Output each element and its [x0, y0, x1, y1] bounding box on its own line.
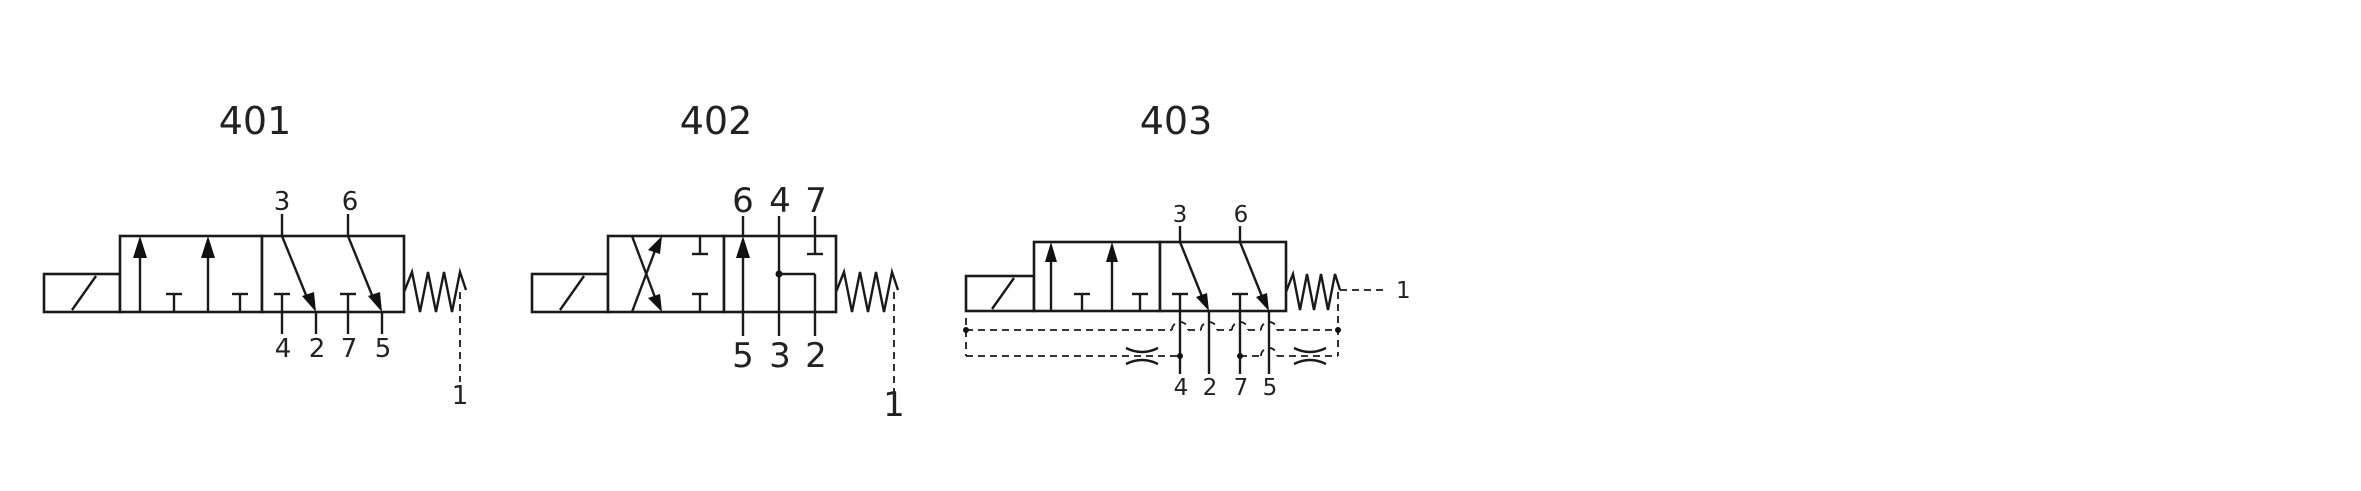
port-label-3: 3	[1173, 202, 1188, 228]
valve-401: 401	[42, 99, 469, 411]
port-label-6: 6	[342, 187, 359, 217]
valve-title: 403	[1140, 99, 1213, 143]
solenoid-actuator-icon	[530, 272, 610, 314]
valve-title: 402	[680, 99, 753, 143]
valve-envelope-right	[1158, 240, 1288, 313]
port-label-6: 6	[1234, 202, 1249, 228]
port-label-4: 4	[1174, 375, 1189, 401]
port-label-5: 5	[732, 336, 754, 376]
port-label-2: 2	[1203, 375, 1218, 401]
port-label-4: 4	[769, 181, 791, 221]
valve-envelope-left	[118, 234, 264, 314]
spring-return-icon	[834, 267, 900, 392]
flow-restrictor-icon	[1293, 346, 1327, 366]
solenoid-actuator-icon	[42, 272, 122, 314]
valve-403: 403	[963, 99, 1411, 401]
port-label-7: 7	[341, 334, 358, 364]
pilot-circuit	[963, 318, 1341, 359]
port-label-2: 2	[309, 334, 326, 364]
spring-return-icon	[1284, 269, 1386, 356]
port-label-4: 4	[275, 334, 292, 364]
pilot-port-label: 1	[452, 381, 469, 411]
valve-envelope-right	[260, 234, 406, 314]
solenoid-actuator-icon	[964, 274, 1036, 313]
flow-restrictor-icon	[1125, 346, 1159, 366]
port-label-5: 5	[375, 334, 392, 364]
port-label-3: 3	[769, 336, 791, 376]
port-label-7: 7	[805, 181, 827, 221]
port-label-5: 5	[1263, 375, 1278, 401]
spring-return-icon	[402, 267, 468, 382]
valve-402: 402	[530, 99, 905, 425]
port-label-3: 3	[274, 187, 291, 217]
pilot-port-label: 1	[883, 385, 905, 425]
valve-envelope-left	[1032, 240, 1162, 313]
port-label-7: 7	[1234, 375, 1249, 401]
valve-envelope-right	[722, 234, 838, 314]
valve-envelope-left	[606, 234, 726, 314]
port-label-2: 2	[805, 336, 827, 376]
valve-title: 401	[219, 99, 292, 143]
pilot-port-label: 1	[1396, 278, 1411, 304]
port-label-6: 6	[732, 181, 754, 221]
